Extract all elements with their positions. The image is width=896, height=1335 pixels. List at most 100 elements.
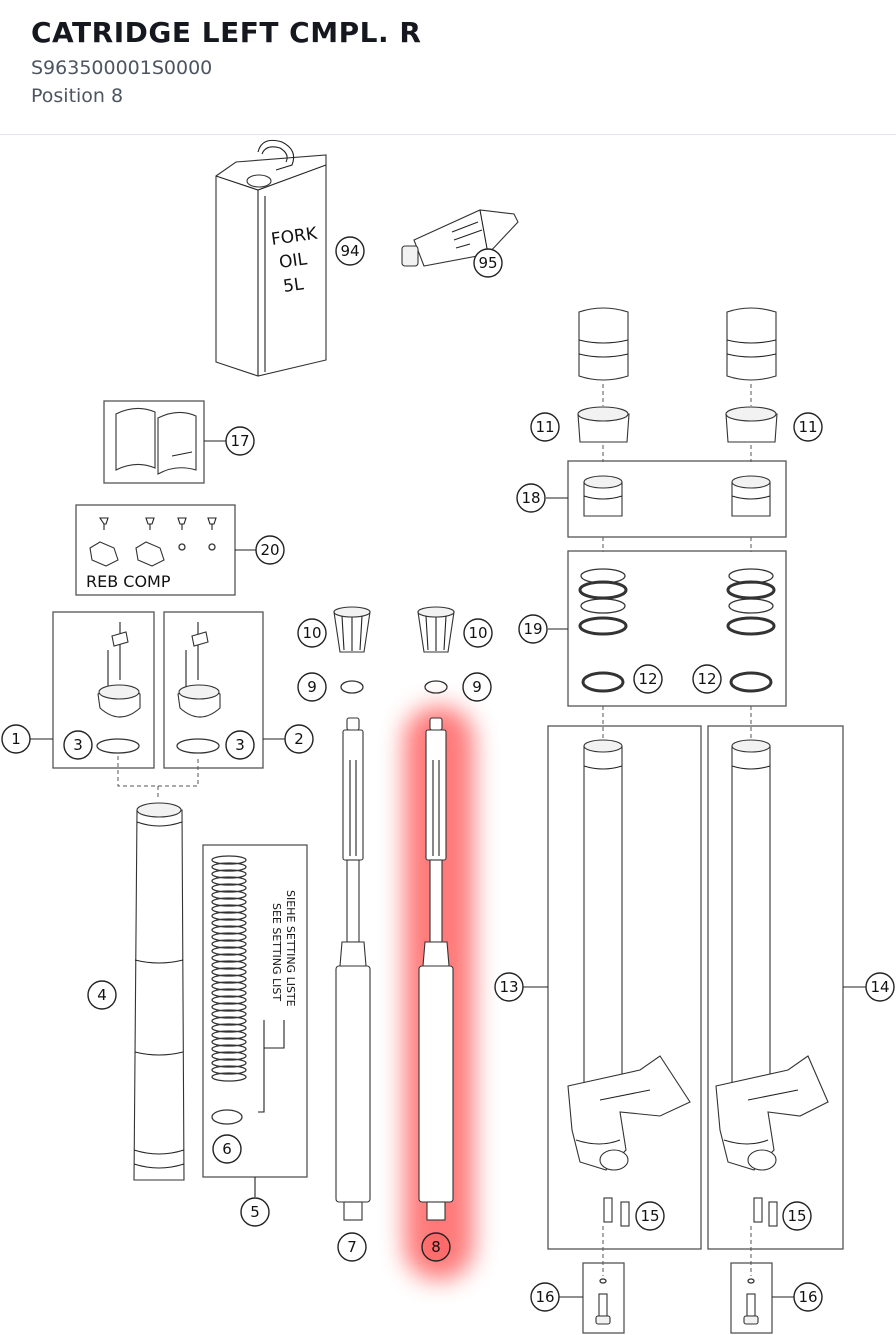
cap-assembly-left[interactable] bbox=[96, 622, 141, 754]
spring-coil bbox=[211, 890, 247, 900]
spring-coil bbox=[211, 1065, 247, 1075]
part-number: S963500001S0000 bbox=[31, 57, 213, 79]
spring-coil bbox=[211, 1072, 247, 1082]
spring-coil bbox=[211, 1016, 247, 1026]
callout-5[interactable]: 5 bbox=[240, 1197, 270, 1227]
spring-coil bbox=[211, 876, 247, 886]
cartridge-8-highlighted[interactable] bbox=[418, 717, 454, 1221]
callout-label: 16 bbox=[798, 1288, 817, 1306]
callout-label: 7 bbox=[347, 1238, 357, 1256]
spring-coil bbox=[211, 883, 247, 893]
spring-coil bbox=[211, 960, 247, 970]
callout-16[interactable]: 16 bbox=[530, 1282, 560, 1312]
fork-spring[interactable]: SIEHE SETTING LISTE SEE SETTING LIST bbox=[211, 855, 297, 1125]
callout-label: 16 bbox=[535, 1288, 554, 1306]
box-13 bbox=[547, 725, 702, 1250]
seal-ring-stack[interactable] bbox=[578, 568, 776, 636]
callout-19[interactable]: 19 bbox=[518, 614, 548, 644]
box-14 bbox=[707, 725, 844, 1250]
spring-coil bbox=[211, 862, 247, 872]
callout-label: 11 bbox=[798, 418, 817, 436]
svg-text:5L: 5L bbox=[282, 274, 305, 297]
cap-assembly-right[interactable] bbox=[176, 622, 221, 754]
callout-label: 9 bbox=[307, 678, 317, 696]
callout-label: 1 bbox=[11, 730, 21, 748]
callout-label: 12 bbox=[697, 670, 716, 688]
callout-label: 5 bbox=[250, 1203, 260, 1221]
callout-label: 17 bbox=[230, 432, 249, 450]
callout-label: 95 bbox=[478, 254, 497, 272]
callout-95[interactable]: 95 bbox=[473, 248, 503, 278]
callout-1[interactable]: 1 bbox=[1, 724, 31, 754]
callout-12[interactable]: 12 bbox=[692, 664, 722, 694]
dust-wiper-pair[interactable] bbox=[583, 475, 771, 517]
spring-coil bbox=[211, 981, 247, 991]
callout-94[interactable]: 94 bbox=[335, 236, 365, 266]
outer-tube-left[interactable] bbox=[567, 739, 691, 1227]
spring-coil bbox=[211, 1009, 247, 1019]
callout-7[interactable]: 7 bbox=[337, 1232, 367, 1262]
callout-4[interactable]: 4 bbox=[87, 980, 117, 1010]
callout-10[interactable]: 10 bbox=[297, 618, 327, 648]
callout-3[interactable]: 3 bbox=[63, 730, 93, 760]
grease-tube[interactable] bbox=[401, 209, 519, 267]
bushing-left[interactable] bbox=[333, 606, 371, 694]
spring-coil bbox=[211, 1044, 247, 1054]
callout-9[interactable]: 9 bbox=[462, 672, 492, 702]
spring-note-en: SEE SETTING LIST bbox=[270, 903, 283, 1001]
o-rings-12[interactable] bbox=[581, 671, 773, 693]
spring-coil bbox=[211, 1058, 247, 1068]
exploded-parts-diagram: FORK OIL 5L REB COMP bbox=[1, 139, 895, 1334]
spring-coil bbox=[211, 974, 247, 984]
callout-2[interactable]: 2 bbox=[284, 724, 314, 754]
callout-16[interactable]: 16 bbox=[793, 1282, 823, 1312]
clip-sticker[interactable] bbox=[115, 407, 197, 475]
spring-coil bbox=[211, 911, 247, 921]
spring-coil bbox=[211, 897, 247, 907]
spring-coil bbox=[211, 1037, 247, 1047]
callout-15[interactable]: 15 bbox=[635, 1201, 665, 1231]
callout-14[interactable]: 14 bbox=[865, 972, 895, 1002]
callout-12[interactable]: 12 bbox=[633, 664, 663, 694]
callout-label: 10 bbox=[468, 624, 487, 642]
callout-15[interactable]: 15 bbox=[782, 1201, 812, 1231]
callout-17[interactable]: 17 bbox=[225, 426, 255, 456]
callout-10[interactable]: 10 bbox=[463, 618, 493, 648]
callout-label: 4 bbox=[97, 986, 107, 1004]
fork-tube-left[interactable] bbox=[133, 802, 185, 1181]
page-title: CATRIDGE LEFT CMPL. R bbox=[31, 16, 422, 49]
spring-coil bbox=[211, 1023, 247, 1033]
box-2 bbox=[163, 611, 264, 769]
box-18 bbox=[567, 460, 787, 538]
spring-coil bbox=[211, 939, 247, 949]
axle-bolts[interactable] bbox=[595, 1278, 759, 1325]
callout-20[interactable]: 20 bbox=[255, 535, 285, 565]
bushing-right[interactable] bbox=[417, 606, 455, 694]
callout-9[interactable]: 9 bbox=[297, 672, 327, 702]
callout-18[interactable]: 18 bbox=[516, 483, 546, 513]
kit-label: REB COMP bbox=[86, 572, 171, 591]
callout-label: 11 bbox=[535, 418, 554, 436]
spring-coil bbox=[211, 1002, 247, 1012]
callout-6[interactable]: 6 bbox=[212, 1134, 242, 1164]
fork-seal-right-top[interactable] bbox=[725, 307, 778, 443]
callout-8[interactable]: 8 bbox=[421, 1232, 451, 1262]
spring-coil bbox=[211, 932, 247, 942]
fork-seal-left-top[interactable] bbox=[577, 307, 630, 443]
spring-coil bbox=[211, 904, 247, 914]
cartridge-7[interactable] bbox=[335, 717, 371, 1221]
spring-coil bbox=[211, 988, 247, 998]
spring-coil bbox=[211, 918, 247, 928]
callout-3[interactable]: 3 bbox=[225, 730, 255, 760]
callout-11[interactable]: 11 bbox=[530, 412, 560, 442]
outer-tube-right[interactable] bbox=[715, 739, 829, 1227]
callout-13[interactable]: 13 bbox=[494, 972, 524, 1002]
callout-11[interactable]: 11 bbox=[793, 412, 823, 442]
spring-coil bbox=[211, 925, 247, 935]
callout-label: 14 bbox=[870, 978, 889, 996]
box-17 bbox=[103, 400, 205, 484]
callout-label: 8 bbox=[431, 1238, 441, 1256]
screw-kit[interactable]: REB COMP bbox=[86, 517, 217, 591]
fork-oil-can[interactable]: FORK OIL 5L bbox=[215, 139, 327, 377]
spring-coil bbox=[211, 1030, 247, 1040]
